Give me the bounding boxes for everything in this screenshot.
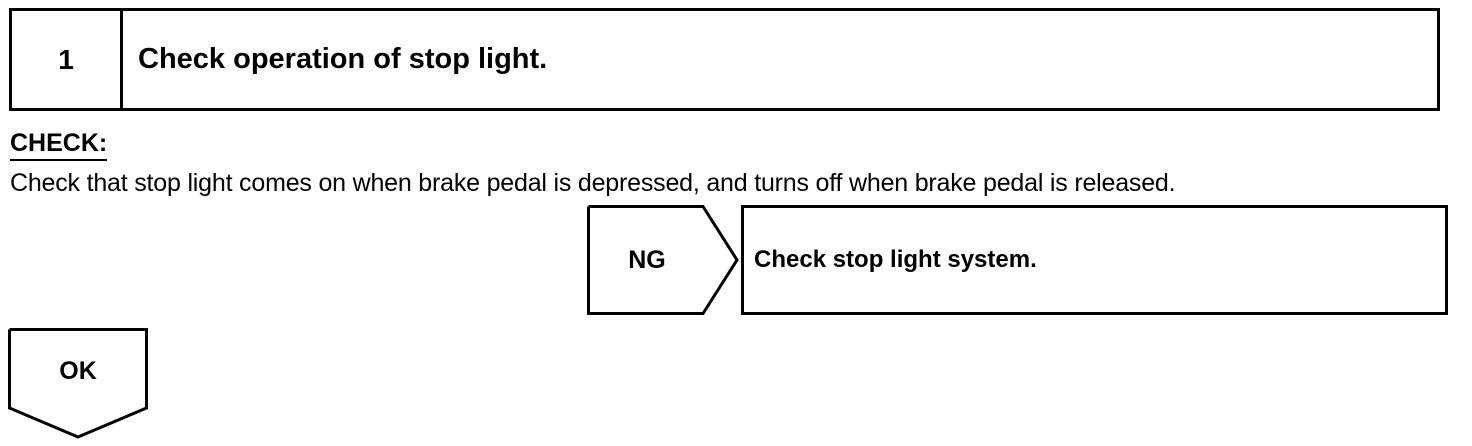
step-title: Check operation of stop light. xyxy=(138,43,548,75)
ok-label: OK xyxy=(59,356,97,385)
ok-arrow-shape xyxy=(8,328,148,439)
check-heading: CHECK: xyxy=(10,128,108,161)
ng-action-text: Check stop light system. xyxy=(754,246,1037,273)
ng-label: NG xyxy=(628,245,666,274)
step-number: 1 xyxy=(12,11,123,108)
ng-action-box: Check stop light system. xyxy=(741,205,1448,315)
check-instruction: Check that stop light comes on when brak… xyxy=(10,169,1176,197)
ng-arrow-shape xyxy=(587,205,739,315)
step-header-box: 1 Check operation of stop light. xyxy=(9,8,1440,111)
